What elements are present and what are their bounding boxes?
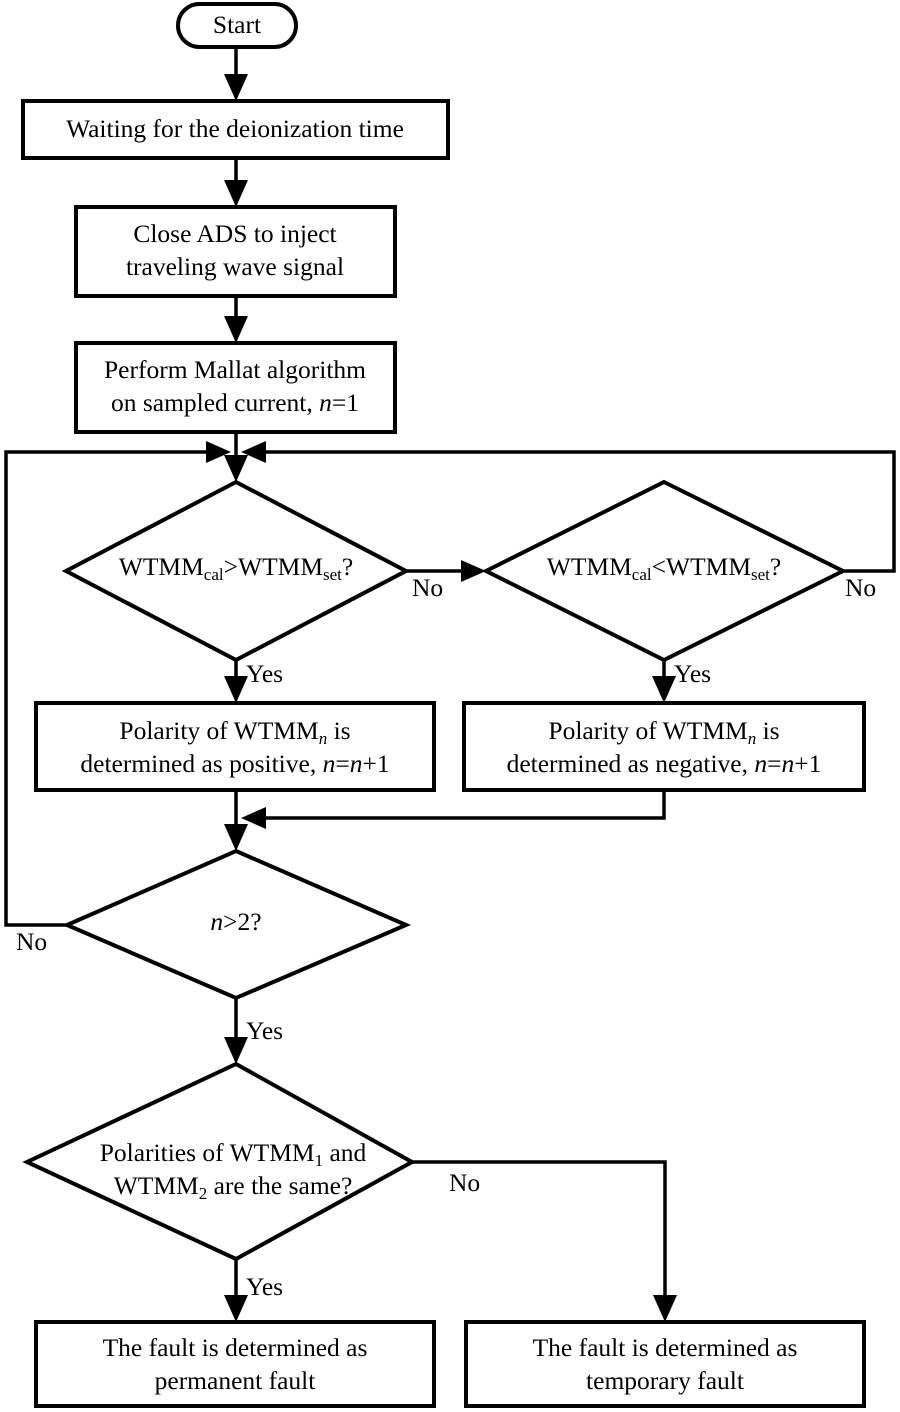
- edge-loopback-left-rail: [4, 441, 231, 927]
- node-wait-deionization[interactable]: Waiting for the deionization time: [21, 99, 450, 160]
- edge-label-greater-yes: Yes: [246, 659, 283, 688]
- node-polarity-positive-line1: Polarity of WTMMn is: [119, 716, 350, 748]
- node-decision-n-gt-2-label: n>2?: [210, 907, 261, 936]
- edge-label-less-yes: Yes: [674, 659, 711, 688]
- edge-label-n-gt-2-no: No: [16, 927, 47, 956]
- node-decision-greater[interactable]: WTMMcal>WTMMset?: [61, 479, 411, 663]
- node-polarity-positive[interactable]: Polarity of WTMMn is determined as posit…: [34, 701, 436, 792]
- node-polarity-negative-line2: determined as negative, n=n+1: [507, 749, 822, 778]
- edge-close-ads-to-mallat: [224, 296, 248, 343]
- node-permanent-fault[interactable]: The fault is determined as permanent fau…: [34, 1320, 436, 1408]
- edge-label-n-gt-2-yes: Yes: [246, 1016, 283, 1045]
- node-permanent-fault-line2: permanent fault: [155, 1366, 316, 1395]
- node-close-ads[interactable]: Close ADS to inject traveling wave signa…: [74, 205, 397, 298]
- node-decision-less-label: WTMMcal<WTMMset?: [547, 552, 781, 584]
- node-polarity-positive-line2: determined as positive, n=n+1: [80, 749, 389, 778]
- node-decision-same-polarity[interactable]: Polarities of WTMM1 and WTMM2 are the sa…: [22, 1061, 417, 1262]
- edge-negative-to-merge: [241, 790, 666, 829]
- edge-same-polarity-yes-to-permanent: [224, 1259, 248, 1322]
- edge-positive-to-n-gt-2: [224, 790, 248, 851]
- node-perform-mallat-line2: on sampled current, n=1: [111, 388, 359, 417]
- edge-n-gt-2-yes-to-same-polarity: [224, 998, 248, 1064]
- node-close-ads-line1: Close ADS to inject: [133, 219, 336, 248]
- edge-loopback-right-rail: [241, 441, 896, 573]
- edge-greater-yes-to-positive: [224, 660, 248, 703]
- node-start[interactable]: Start: [176, 2, 298, 49]
- edge-label-greater-no: No: [412, 573, 443, 602]
- node-permanent-fault-line1: The fault is determined as: [103, 1333, 368, 1362]
- edge-label-same-polarity-yes: Yes: [246, 1272, 283, 1301]
- node-decision-n-gt-2[interactable]: n>2?: [61, 848, 412, 1001]
- node-polarity-negative-line1: Polarity of WTMMn is: [548, 716, 779, 748]
- node-temporary-fault-line1: The fault is determined as: [533, 1333, 798, 1362]
- edge-greater-no-to-less: [406, 560, 486, 582]
- node-start-label: Start: [213, 10, 261, 39]
- node-perform-mallat-line1: Perform Mallat algorithm: [104, 355, 366, 384]
- edge-label-same-polarity-no: No: [449, 1168, 480, 1197]
- node-polarity-negative[interactable]: Polarity of WTMMn is determined as negat…: [462, 701, 866, 792]
- edge-same-polarity-no-to-temporary: [412, 1160, 677, 1322]
- edge-less-yes-to-negative: [652, 660, 676, 703]
- node-temporary-fault[interactable]: The fault is determined as temporary fau…: [464, 1320, 866, 1408]
- edge-start-to-wait: [224, 47, 248, 101]
- node-close-ads-line2: traveling wave signal: [126, 252, 344, 281]
- node-wait-deionization-label: Waiting for the deionization time: [66, 114, 404, 143]
- edge-label-less-no: No: [845, 573, 876, 602]
- edge-mallat-to-decision-greater: [224, 432, 248, 482]
- node-decision-same-polarity-line1: Polarities of WTMM1 and: [100, 1138, 367, 1170]
- node-decision-greater-label: WTMMcal>WTMMset?: [119, 552, 353, 584]
- node-decision-less[interactable]: WTMMcal<WTMMset?: [481, 479, 848, 663]
- node-decision-same-polarity-line2: WTMM2 are the same?: [114, 1171, 353, 1203]
- node-temporary-fault-line2: temporary fault: [586, 1366, 744, 1395]
- edge-wait-to-close-ads: [224, 158, 248, 207]
- node-perform-mallat[interactable]: Perform Mallat algorithm on sampled curr…: [74, 341, 397, 434]
